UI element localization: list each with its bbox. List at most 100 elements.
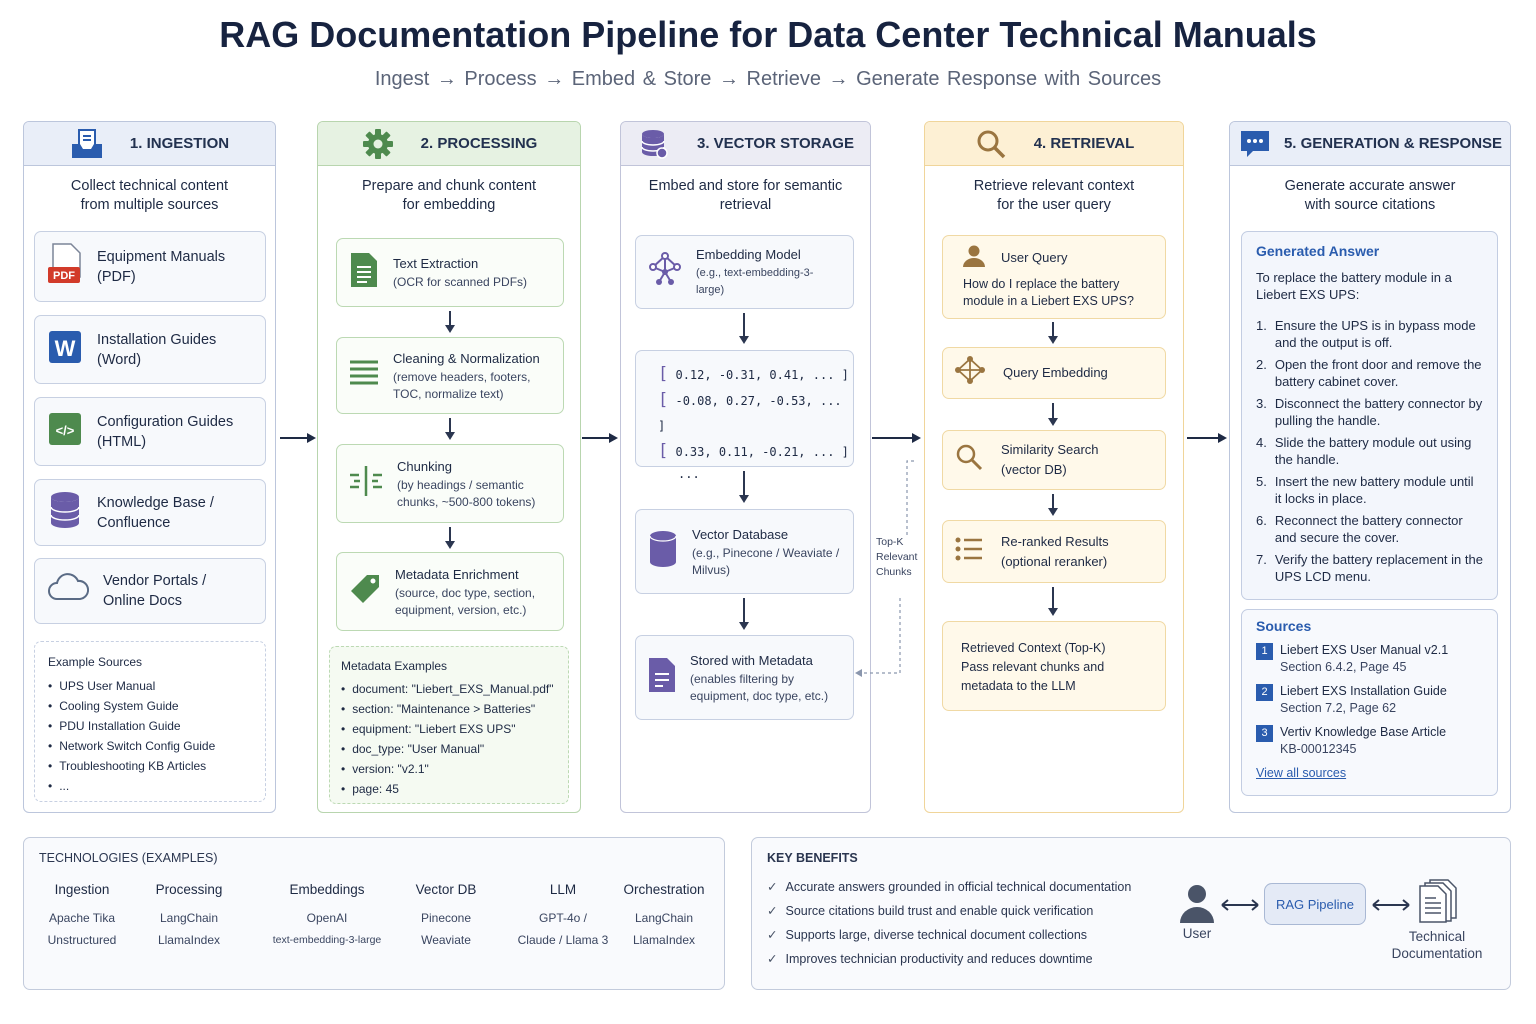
inbox-document-icon bbox=[70, 127, 104, 161]
answer-step: 2.Open the front door and remove the bat… bbox=[1256, 356, 1483, 390]
desc-line: retrieval bbox=[719, 197, 772, 213]
source-number-badge: 2 bbox=[1256, 684, 1273, 701]
card-detail: equipment, doc type, etc.) bbox=[690, 688, 829, 703]
technology-category: Ingestion bbox=[54, 882, 110, 897]
example-item: ... bbox=[48, 776, 252, 796]
similarity-search-card: Similarity Search(vector DB) bbox=[942, 430, 1166, 490]
technology-category: Orchestration bbox=[623, 882, 705, 897]
source-title: Vertiv Knowledge Base Article bbox=[1280, 725, 1447, 739]
benefit-item: ✓Improves technician productivity and re… bbox=[767, 947, 1131, 971]
generation-title: 5. GENERATION & RESPONSE bbox=[1283, 135, 1503, 152]
answer-step: 1.Ensure the UPS is in bypass mode and t… bbox=[1256, 317, 1483, 351]
checkmark-icon: ✓ bbox=[767, 904, 778, 918]
vector-values: 0.12, -0.31, 0.41, ... ] bbox=[675, 368, 849, 382]
step-detail: TOC, normalize text) bbox=[393, 386, 504, 401]
card-title: User Query bbox=[1001, 250, 1068, 265]
card-title: Similarity Search bbox=[1001, 442, 1099, 457]
desc-line: Collect technical content bbox=[70, 178, 229, 194]
step-detail: (remove headers, footers, bbox=[393, 369, 531, 384]
card-title: Query Embedding bbox=[1003, 365, 1108, 380]
split-icon bbox=[349, 465, 383, 502]
sources-title: Sources bbox=[1256, 618, 1312, 634]
step-text-extraction: Text Extraction(OCR for scanned PDFs) bbox=[336, 238, 564, 307]
bracket-icon: [ bbox=[658, 364, 669, 384]
benefit-text: Improves technician productivity and red… bbox=[785, 952, 1093, 966]
svg-text:W: W bbox=[55, 336, 76, 361]
card-title: Equipment Manuals bbox=[97, 248, 226, 265]
answer-step: 6.Reconnect the battery connector and se… bbox=[1256, 512, 1483, 546]
vector-ellipsis: ... bbox=[678, 467, 700, 481]
technology-item: LangChain bbox=[159, 911, 219, 925]
database-icon bbox=[47, 490, 83, 536]
card-detail: (enables filtering by bbox=[690, 671, 795, 686]
card-title: Configuration Guides bbox=[97, 413, 234, 430]
card-subtitle: Online Docs bbox=[103, 593, 182, 609]
search-icon bbox=[974, 127, 1008, 161]
technologies-title: TECHNOLOGIES (EXAMPLES) bbox=[39, 851, 218, 865]
source-card-pdf: PDF Equipment Manuals(PDF) bbox=[34, 231, 266, 302]
context-line: metadata to the LLM bbox=[961, 679, 1076, 693]
metadata-item: equipment: "Liebert EXS UPS" bbox=[341, 719, 557, 739]
metadata-item: document: "Liebert_EXS_Manual.pdf" bbox=[341, 679, 557, 699]
top-k-dashed-connector bbox=[855, 460, 917, 677]
docs-label: Technical bbox=[1408, 929, 1466, 944]
desc-line: from multiple sources bbox=[80, 197, 219, 213]
context-line: Retrieved Context (Top-K) bbox=[961, 641, 1106, 655]
reranked-results-card: Re-ranked Results(optional reranker) bbox=[942, 520, 1166, 583]
card-detail: (e.g., Pinecone / Weaviate / bbox=[692, 545, 840, 560]
down-arrow bbox=[739, 313, 749, 344]
step-text: Ensure the UPS is in bypass mode and the… bbox=[1274, 318, 1476, 350]
technology-category: LLM bbox=[549, 882, 577, 897]
vector-row: [ -0.08, 0.27, -0.53, ... ] bbox=[658, 388, 853, 439]
metadata-item: doc_type: "User Manual" bbox=[341, 739, 557, 759]
technology-item: LlamaIndex bbox=[632, 933, 696, 947]
context-line: Pass relevant chunks and bbox=[961, 660, 1105, 674]
processing-header: 2. PROCESSING bbox=[318, 122, 580, 166]
down-arrow bbox=[739, 471, 749, 503]
document-text-icon bbox=[349, 251, 379, 295]
vector-values: -0.08, 0.27, -0.53, ... ] bbox=[658, 394, 842, 433]
technology-item: text-embedding-3-large bbox=[272, 934, 382, 946]
bracket-icon: [ bbox=[658, 441, 669, 461]
pipeline-subtitle: Ingest → Process → Embed & Store → Retri… bbox=[374, 68, 1162, 90]
example-item: PDU Installation Guide bbox=[48, 716, 252, 736]
source-card-knowledge-base: Knowledge Base /Confluence bbox=[34, 479, 266, 546]
card-subtitle: (PDF) bbox=[97, 268, 136, 285]
user-label: User bbox=[1182, 926, 1212, 941]
arrow-vector-to-retrieval bbox=[872, 433, 921, 443]
document-icon bbox=[648, 657, 676, 699]
down-arrow bbox=[1048, 587, 1058, 616]
metadata-item: page: 45 bbox=[341, 779, 557, 799]
label-line: Chunks bbox=[876, 566, 912, 578]
card-title: Knowledge Base / bbox=[97, 494, 214, 511]
card-title: Stored with Metadata bbox=[690, 652, 813, 668]
down-arrow bbox=[1048, 322, 1058, 344]
desc-line: Retrieve relevant context bbox=[973, 178, 1135, 194]
step-text: Open the front door and remove the batte… bbox=[1274, 357, 1482, 389]
tag-icon bbox=[349, 573, 381, 611]
processing-title: 2. PROCESSING bbox=[420, 135, 538, 152]
stored-metadata-card: Stored with Metadata (enables filtering b… bbox=[635, 635, 854, 720]
technology-category: Processing bbox=[155, 882, 223, 897]
database-stack-icon bbox=[637, 127, 671, 161]
vector-values: 0.33, 0.11, -0.21, ... ] bbox=[675, 445, 849, 459]
view-all-sources-link[interactable]: View all sources bbox=[1256, 766, 1347, 780]
answer-step: 3.Disconnect the battery connector by pu… bbox=[1256, 395, 1483, 429]
vector-storage-header: 3. VECTOR STORAGE bbox=[621, 122, 870, 166]
generation-header: 5. GENERATION & RESPONSE bbox=[1230, 122, 1510, 166]
bracket-icon: [ bbox=[658, 390, 669, 410]
label-line: Relevant bbox=[876, 551, 918, 563]
source-card-vendor-portals: Vendor Portals /Online Docs bbox=[34, 558, 266, 624]
